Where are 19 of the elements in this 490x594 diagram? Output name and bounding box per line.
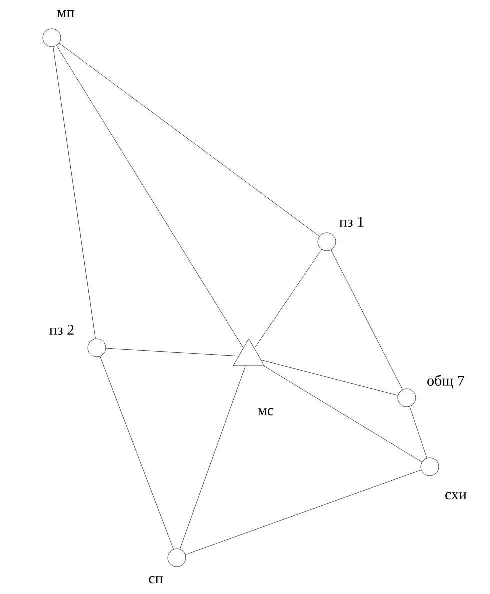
connector-line: [56, 46, 244, 348]
connector-line: [331, 250, 403, 390]
node-label: мп: [58, 10, 74, 18]
connector-line: [53, 46, 96, 340]
node-label: общ 7: [428, 375, 465, 389]
connector-line: [410, 406, 428, 458]
node-label: схи: [446, 492, 467, 500]
connector-line: [106, 348, 239, 357]
connector-line: [59, 43, 320, 237]
connector-line: [264, 366, 422, 462]
node-label: пз 2: [50, 324, 74, 336]
connector-line: [254, 249, 322, 349]
node-label: сп: [149, 576, 163, 584]
node-label: мс: [258, 408, 274, 416]
connector-line: [180, 366, 246, 550]
connector-line: [261, 360, 398, 396]
node-label: пз 1: [340, 216, 364, 228]
connector-line: [100, 356, 174, 550]
connector-line: [185, 470, 422, 556]
